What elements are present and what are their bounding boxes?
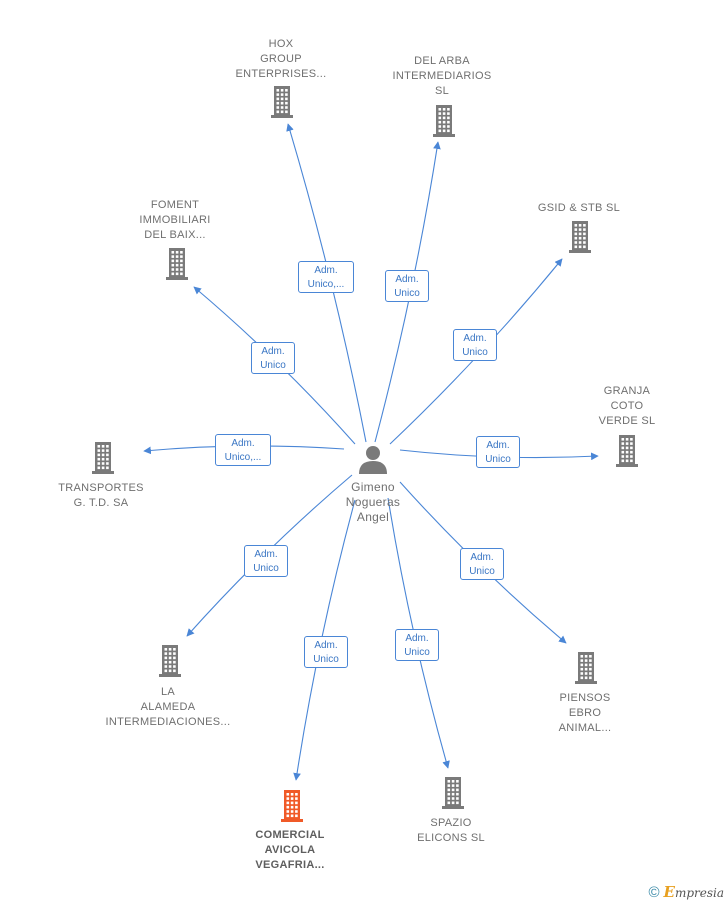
person-icon[interactable] [359,446,387,474]
building-icon-gsid[interactable] [569,221,591,253]
edge-label-gsid[interactable]: Adm. Unico [453,329,497,361]
building-icon-comercial[interactable] [281,790,303,822]
company-label-alameda: LA ALAMEDA INTERMEDIACIONES... [105,686,231,728]
company-label-transportes: TRANSPORTES G. T.D. SA [58,482,144,509]
edge-label-alameda[interactable]: Adm. Unico [244,545,288,577]
company-label-granja: GRANJA COTO VERDE SL [598,385,656,427]
company-label-foment: FOMENT IMMOBILIARI DEL BAIX... [139,199,211,241]
company-label-delarba: DEL ARBA INTERMEDIARIOS SL [392,55,492,97]
edge-label-delarba[interactable]: Adm. Unico [385,270,429,302]
edge-label-transportes[interactable]: Adm. Unico,... [215,434,271,466]
edge-label-comercial[interactable]: Adm. Unico [304,636,348,668]
building-icon-hox[interactable] [271,86,293,118]
company-label-hox: HOX GROUP ENTERPRISES... [235,38,327,80]
company-label-piensos: PIENSOS EBRO ANIMAL... [558,692,612,734]
building-icon-alameda[interactable] [159,645,181,677]
building-icon-spazio[interactable] [442,777,464,809]
edge-label-spazio[interactable]: Adm. Unico [395,629,439,661]
building-icon-transportes[interactable] [92,442,114,474]
company-label-gsid: GSID & STB SL [537,202,621,214]
company-label-spazio: SPAZIO ELICONS SL [417,817,485,844]
edge-label-piensos[interactable]: Adm. Unico [460,548,504,580]
building-icon-granja[interactable] [616,435,638,467]
edge-label-granja[interactable]: Adm. Unico [476,436,520,468]
edge-label-foment[interactable]: Adm. Unico [251,342,295,374]
edge-label-hox[interactable]: Adm. Unico,... [298,261,354,293]
building-icon-delarba[interactable] [433,105,455,137]
building-icon-foment[interactable] [166,248,188,280]
copyright-icon: © [648,884,660,901]
company-label-comercial: COMERCIAL AVICOLA VEGAFRIA... [255,829,325,871]
building-icon-piensos[interactable] [575,652,597,684]
center-person-label: Gimeno Nogueras Angel [345,480,401,524]
brand-footer: © Empresia [649,883,724,901]
brand-logo: Empresia [663,883,725,901]
